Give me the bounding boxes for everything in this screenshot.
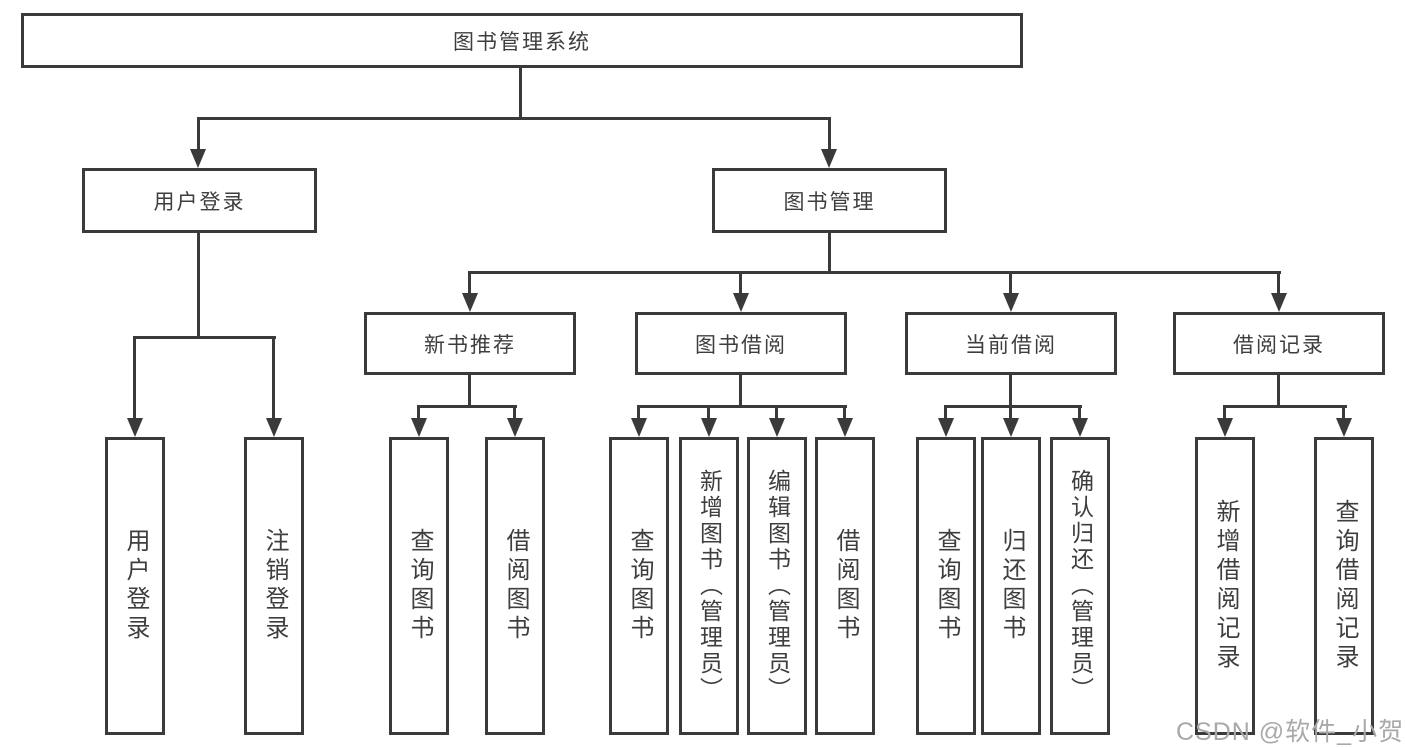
arrowhead (821, 149, 837, 168)
leaf-label: 编辑图书（管理员） (764, 469, 791, 703)
leaf-label: 注销登录 (261, 528, 288, 644)
connector-line (513, 405, 516, 421)
arrowhead (1217, 418, 1233, 437)
connector-line (468, 271, 471, 297)
leaf-label: 查询借阅记录 (1331, 499, 1358, 673)
connector-line (1277, 271, 1280, 297)
arrowhead (190, 149, 206, 168)
connector-line (468, 271, 1281, 274)
arrowhead (1003, 418, 1019, 437)
node-current-borrow: 当前借阅 (905, 312, 1117, 375)
connector-line (637, 405, 640, 421)
connector-line (944, 405, 1082, 408)
connector-line (828, 117, 831, 152)
connector-line (519, 68, 522, 120)
arrowhead (837, 418, 853, 437)
connector-line (468, 375, 471, 408)
leaf-label: 新增图书（管理员） (696, 469, 723, 703)
leaf-return-book: 归还图书 (981, 437, 1041, 735)
connector-line (707, 405, 710, 421)
node-new-book-recommend: 新书推荐 (364, 312, 576, 375)
connector-line (1223, 405, 1226, 421)
leaf-label: 归还图书 (998, 528, 1025, 644)
arrowhead (631, 418, 647, 437)
connector-line (197, 117, 831, 120)
node-borrow-records: 借阅记录 (1173, 312, 1385, 375)
arrowhead (462, 293, 478, 312)
arrowhead (1072, 418, 1088, 437)
leaf-label: 查询图书 (406, 528, 433, 644)
arrowhead (1336, 418, 1352, 437)
connector-line (843, 405, 846, 421)
leaf-label: 用户登录 (122, 528, 149, 644)
leaf-label: 确认归还（管理员） (1067, 469, 1094, 703)
connector-line (1078, 405, 1081, 421)
connector-line (1009, 405, 1012, 421)
arrowhead (701, 418, 717, 437)
arrowhead (507, 418, 523, 437)
leaf-add-borrow-record: 新增借阅记录 (1195, 437, 1255, 735)
connector-line (944, 405, 947, 421)
arrowhead (769, 418, 785, 437)
arrowhead (411, 418, 427, 437)
node-label: 当前借阅 (965, 333, 1057, 357)
node-label: 图书管理 (783, 190, 876, 214)
connector-line (417, 405, 420, 421)
leaf-confirm-return-admin: 确认归还（管理员） (1050, 437, 1110, 735)
node-label: 用户登录 (153, 190, 246, 214)
leaf-label: 新增借阅记录 (1212, 499, 1239, 673)
connector-line (1342, 405, 1345, 421)
connector-line (197, 117, 200, 152)
node-label: 新书推荐 (424, 333, 516, 357)
connector-line (775, 405, 778, 421)
node-user-login: 用户登录 (82, 168, 317, 233)
connector-line (133, 336, 136, 420)
leaf-label: 查询图书 (626, 528, 653, 644)
connector-line (739, 271, 742, 297)
leaf-query-borrow-record: 查询借阅记录 (1314, 437, 1374, 735)
leaf-add-book-admin: 新增图书（管理员） (679, 437, 739, 735)
leaf-borrow-books: 借阅图书 (485, 437, 545, 735)
arrowhead (1003, 293, 1019, 312)
connector-line (739, 375, 742, 408)
node-label: 借阅记录 (1233, 333, 1325, 357)
connector-line (637, 405, 847, 408)
watermark: CSDN @软件_小贺同学 (1176, 718, 1405, 746)
leaf-query-books-3: 查询图书 (916, 437, 976, 735)
leaf-label: 借阅图书 (502, 528, 529, 644)
leaf-label: 借阅图书 (832, 528, 859, 644)
leaf-user-login: 用户登录 (105, 437, 165, 735)
connector-line (272, 336, 275, 420)
leaf-logout: 注销登录 (244, 437, 304, 735)
node-book-management: 图书管理 (712, 168, 947, 233)
connector-line (133, 336, 276, 339)
connector-line (1009, 271, 1012, 297)
arrowhead (127, 418, 143, 437)
arrowhead (266, 418, 282, 437)
node-label: 图书管理系统 (453, 30, 591, 54)
arrowhead (733, 293, 749, 312)
leaf-query-books-2: 查询图书 (609, 437, 669, 735)
arrowhead (938, 418, 954, 437)
node-label: 图书借阅 (695, 333, 787, 357)
leaf-label: 查询图书 (933, 528, 960, 644)
arrowhead (1271, 293, 1287, 312)
connector-line (1277, 375, 1280, 408)
connector-line (1223, 405, 1347, 408)
leaf-borrow-books-2: 借阅图书 (815, 437, 875, 735)
node-book-borrow: 图书借阅 (635, 312, 847, 375)
connector-line (197, 233, 200, 339)
connector-line (1009, 375, 1012, 408)
leaf-edit-book-admin: 编辑图书（管理员） (747, 437, 807, 735)
leaf-query-books: 查询图书 (389, 437, 449, 735)
node-library-management-system: 图书管理系统 (21, 13, 1023, 68)
connector-line (417, 405, 517, 408)
connector-line (828, 233, 831, 274)
